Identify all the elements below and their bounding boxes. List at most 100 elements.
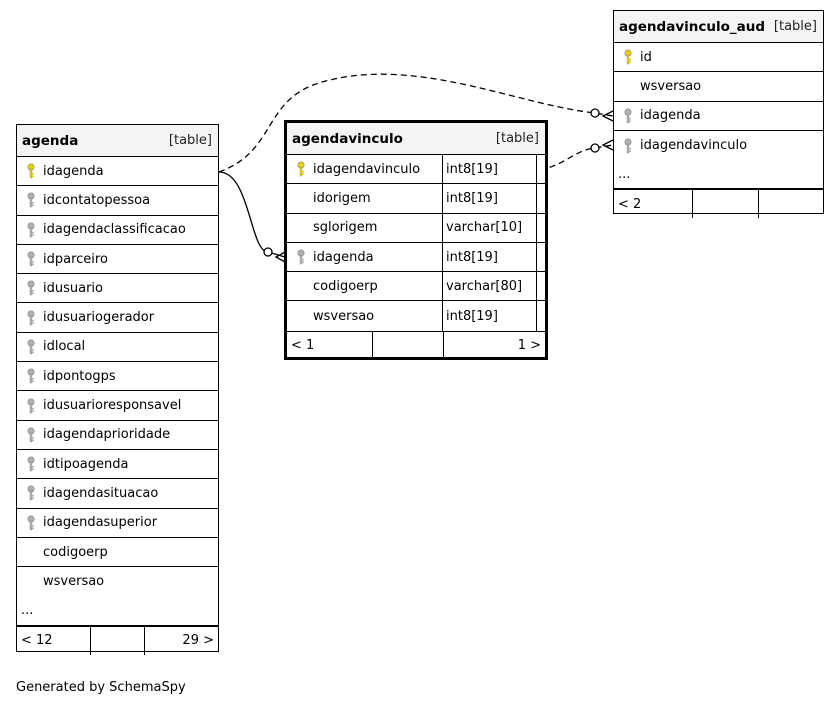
column-row[interactable]: idusuariogerador [17,303,218,333]
table-footer: < 2 [614,189,823,219]
column-name: idlocal [43,339,86,355]
table-agendavinculo[interactable]: agendavinculo [table] idagendavinculo int… [284,120,548,360]
column-gap [536,301,545,331]
column-row[interactable]: idcontatopessoa [17,186,218,216]
column-row[interactable]: idagendaprioridade [17,421,218,450]
primary-key-icon [21,163,41,179]
column-row[interactable]: codigoerp varchar[80] [287,272,545,302]
column-type: int8[19] [442,242,528,272]
column-name: idusuario [43,280,103,296]
column-name: codigoerp [313,278,378,294]
column-type: varchar[10] [442,213,528,242]
relation-crowfoot [274,251,286,263]
foreign-key-icon [21,456,41,472]
table-footer: < 1 1 > [287,330,545,360]
table-footer: < 12 29 > [17,625,218,655]
column-row[interactable]: idlocal [17,333,218,363]
foreign-key-icon [21,427,41,443]
column-row[interactable]: idagenda [17,157,218,187]
footer-mid [693,190,759,219]
foreign-key-icon [21,310,41,326]
child-count[interactable] [759,190,823,218]
column-name: idpontogps [43,368,116,384]
column-row[interactable]: idagendavinculo [614,131,823,160]
foreign-key-icon [21,222,41,238]
column-row[interactable]: idagenda [614,102,823,131]
child-count[interactable]: 29 > [182,633,214,649]
column-name: idorigem [313,190,371,206]
column-name: codigoerp [43,544,108,560]
parent-count[interactable]: < 12 [17,626,91,655]
more-columns: ... [614,160,823,190]
primary-key-icon [618,49,638,65]
column-name: idparceiro [43,251,108,267]
table-name: agenda [22,132,79,149]
foreign-key-icon [21,280,41,296]
column-name: idagendavinculo [313,161,421,177]
table-header: agenda [table] [17,125,218,157]
column-row[interactable]: idagendaclassificacao [17,216,218,245]
foreign-key-icon [21,368,41,384]
table-header: agendavinculo [table] [287,123,545,155]
foreign-key-icon [21,251,41,267]
column-type: varchar[80] [442,272,528,301]
table-header: agendavinculo_aud [table] [614,11,823,43]
table-type: [table] [168,133,212,148]
column-gap [536,213,545,242]
table-name: agendavinculo [292,130,403,147]
foreign-key-icon [618,138,638,154]
column-name: wsversao [43,574,105,590]
relation-agenda-agendavinculo [218,171,286,258]
table-type: [table] [773,19,817,34]
foreign-key-icon [21,485,41,501]
relation-crowfoot [601,110,614,122]
column-name: idagenda [43,163,104,179]
table-type: [table] [495,131,539,146]
column-row[interactable]: idusuarioresponsavel [17,391,218,421]
column-row[interactable]: idorigem int8[19] [287,184,545,214]
column-name: idagendaprioridade [43,427,171,443]
relation-end-circle [590,143,600,153]
column-name: idusuarioresponsavel [43,398,182,414]
column-type: int8[19] [442,301,528,331]
column-row[interactable]: idagendavinculo int8[19] [287,155,545,185]
column-row[interactable]: wsversao [17,567,218,596]
foreign-key-icon [21,339,41,355]
column-row[interactable]: idtipoagenda [17,450,218,480]
column-row[interactable]: idagendasituacao [17,479,218,509]
child-count[interactable]: 1 > [517,338,541,354]
column-row[interactable]: idusuario [17,274,218,304]
relation-agenda-aud [218,73,614,173]
column-row[interactable]: idparceiro [17,245,218,275]
primary-key-icon [291,161,311,177]
parent-count[interactable]: < 2 [614,190,693,219]
column-name: idtipoagenda [43,456,129,472]
relation-end-circle [590,108,600,118]
more-columns: ... [17,596,218,626]
foreign-key-icon [618,108,638,124]
column-row[interactable]: id [614,43,823,73]
column-row[interactable]: wsversao [614,72,823,102]
column-type: int8[19] [442,184,528,213]
relation-crowfoot [601,139,614,151]
table-name: agendavinculo_aud [619,18,766,35]
column-type: int8[19] [442,155,528,184]
footer-mid [91,626,145,655]
column-row[interactable]: codigoerp [17,538,218,568]
column-name: idagendasituacao [43,485,159,501]
column-gap [536,272,545,301]
column-row[interactable]: idpontogps [17,362,218,392]
column-row[interactable]: idagendasuperior [17,509,218,538]
foreign-key-icon [21,398,41,414]
column-gap [536,184,545,213]
parent-count[interactable]: < 1 [287,331,373,360]
